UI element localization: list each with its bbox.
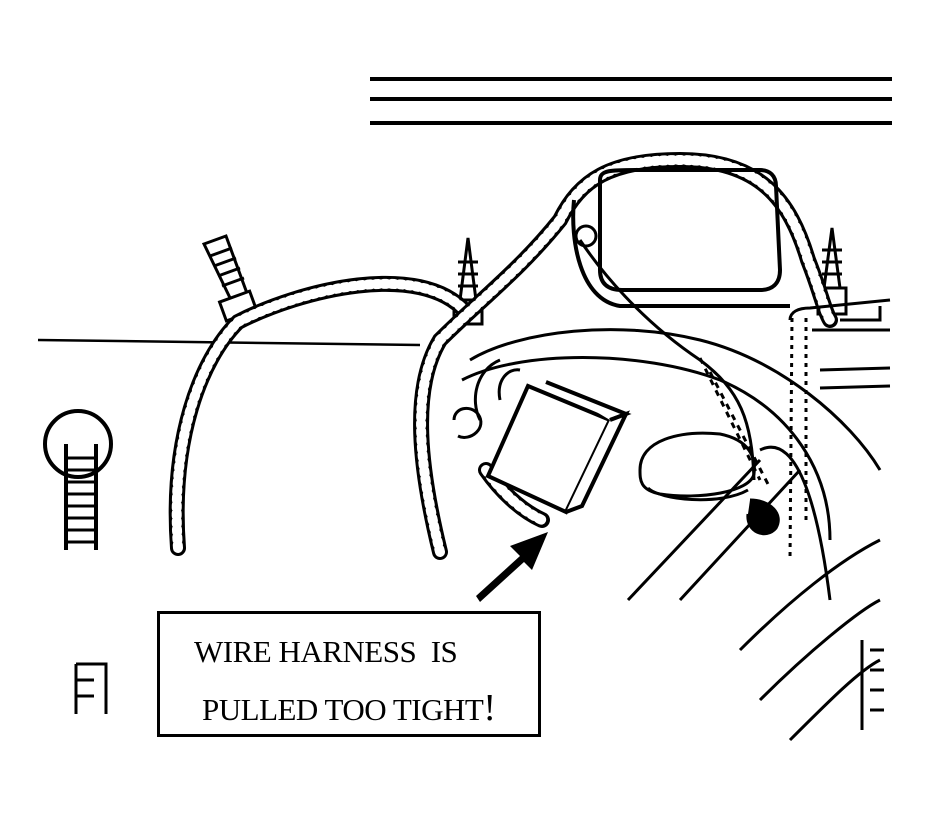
grommet-icon bbox=[43, 409, 113, 550]
callout-emphasis: ! bbox=[483, 687, 496, 729]
module-housing bbox=[571, 168, 790, 308]
upper-panel-lines bbox=[370, 77, 892, 125]
callout-line-1: WIRE HARNESS IS bbox=[194, 634, 458, 669]
callout-line-2-text: PULLED TOO TIGHT bbox=[202, 692, 484, 727]
callout-line-2: PULLED TOO TIGHT! bbox=[202, 686, 496, 730]
clip-icon bbox=[74, 662, 108, 714]
harness-wires bbox=[452, 224, 884, 742]
connector bbox=[485, 380, 632, 515]
screw-icon bbox=[201, 234, 259, 323]
right-structure bbox=[788, 298, 891, 561]
wire-loom bbox=[168, 151, 838, 560]
arrow-pointer-icon bbox=[476, 532, 548, 602]
callout-box: WIRE HARNESS IS PULLED TOO TIGHT! bbox=[157, 611, 541, 737]
